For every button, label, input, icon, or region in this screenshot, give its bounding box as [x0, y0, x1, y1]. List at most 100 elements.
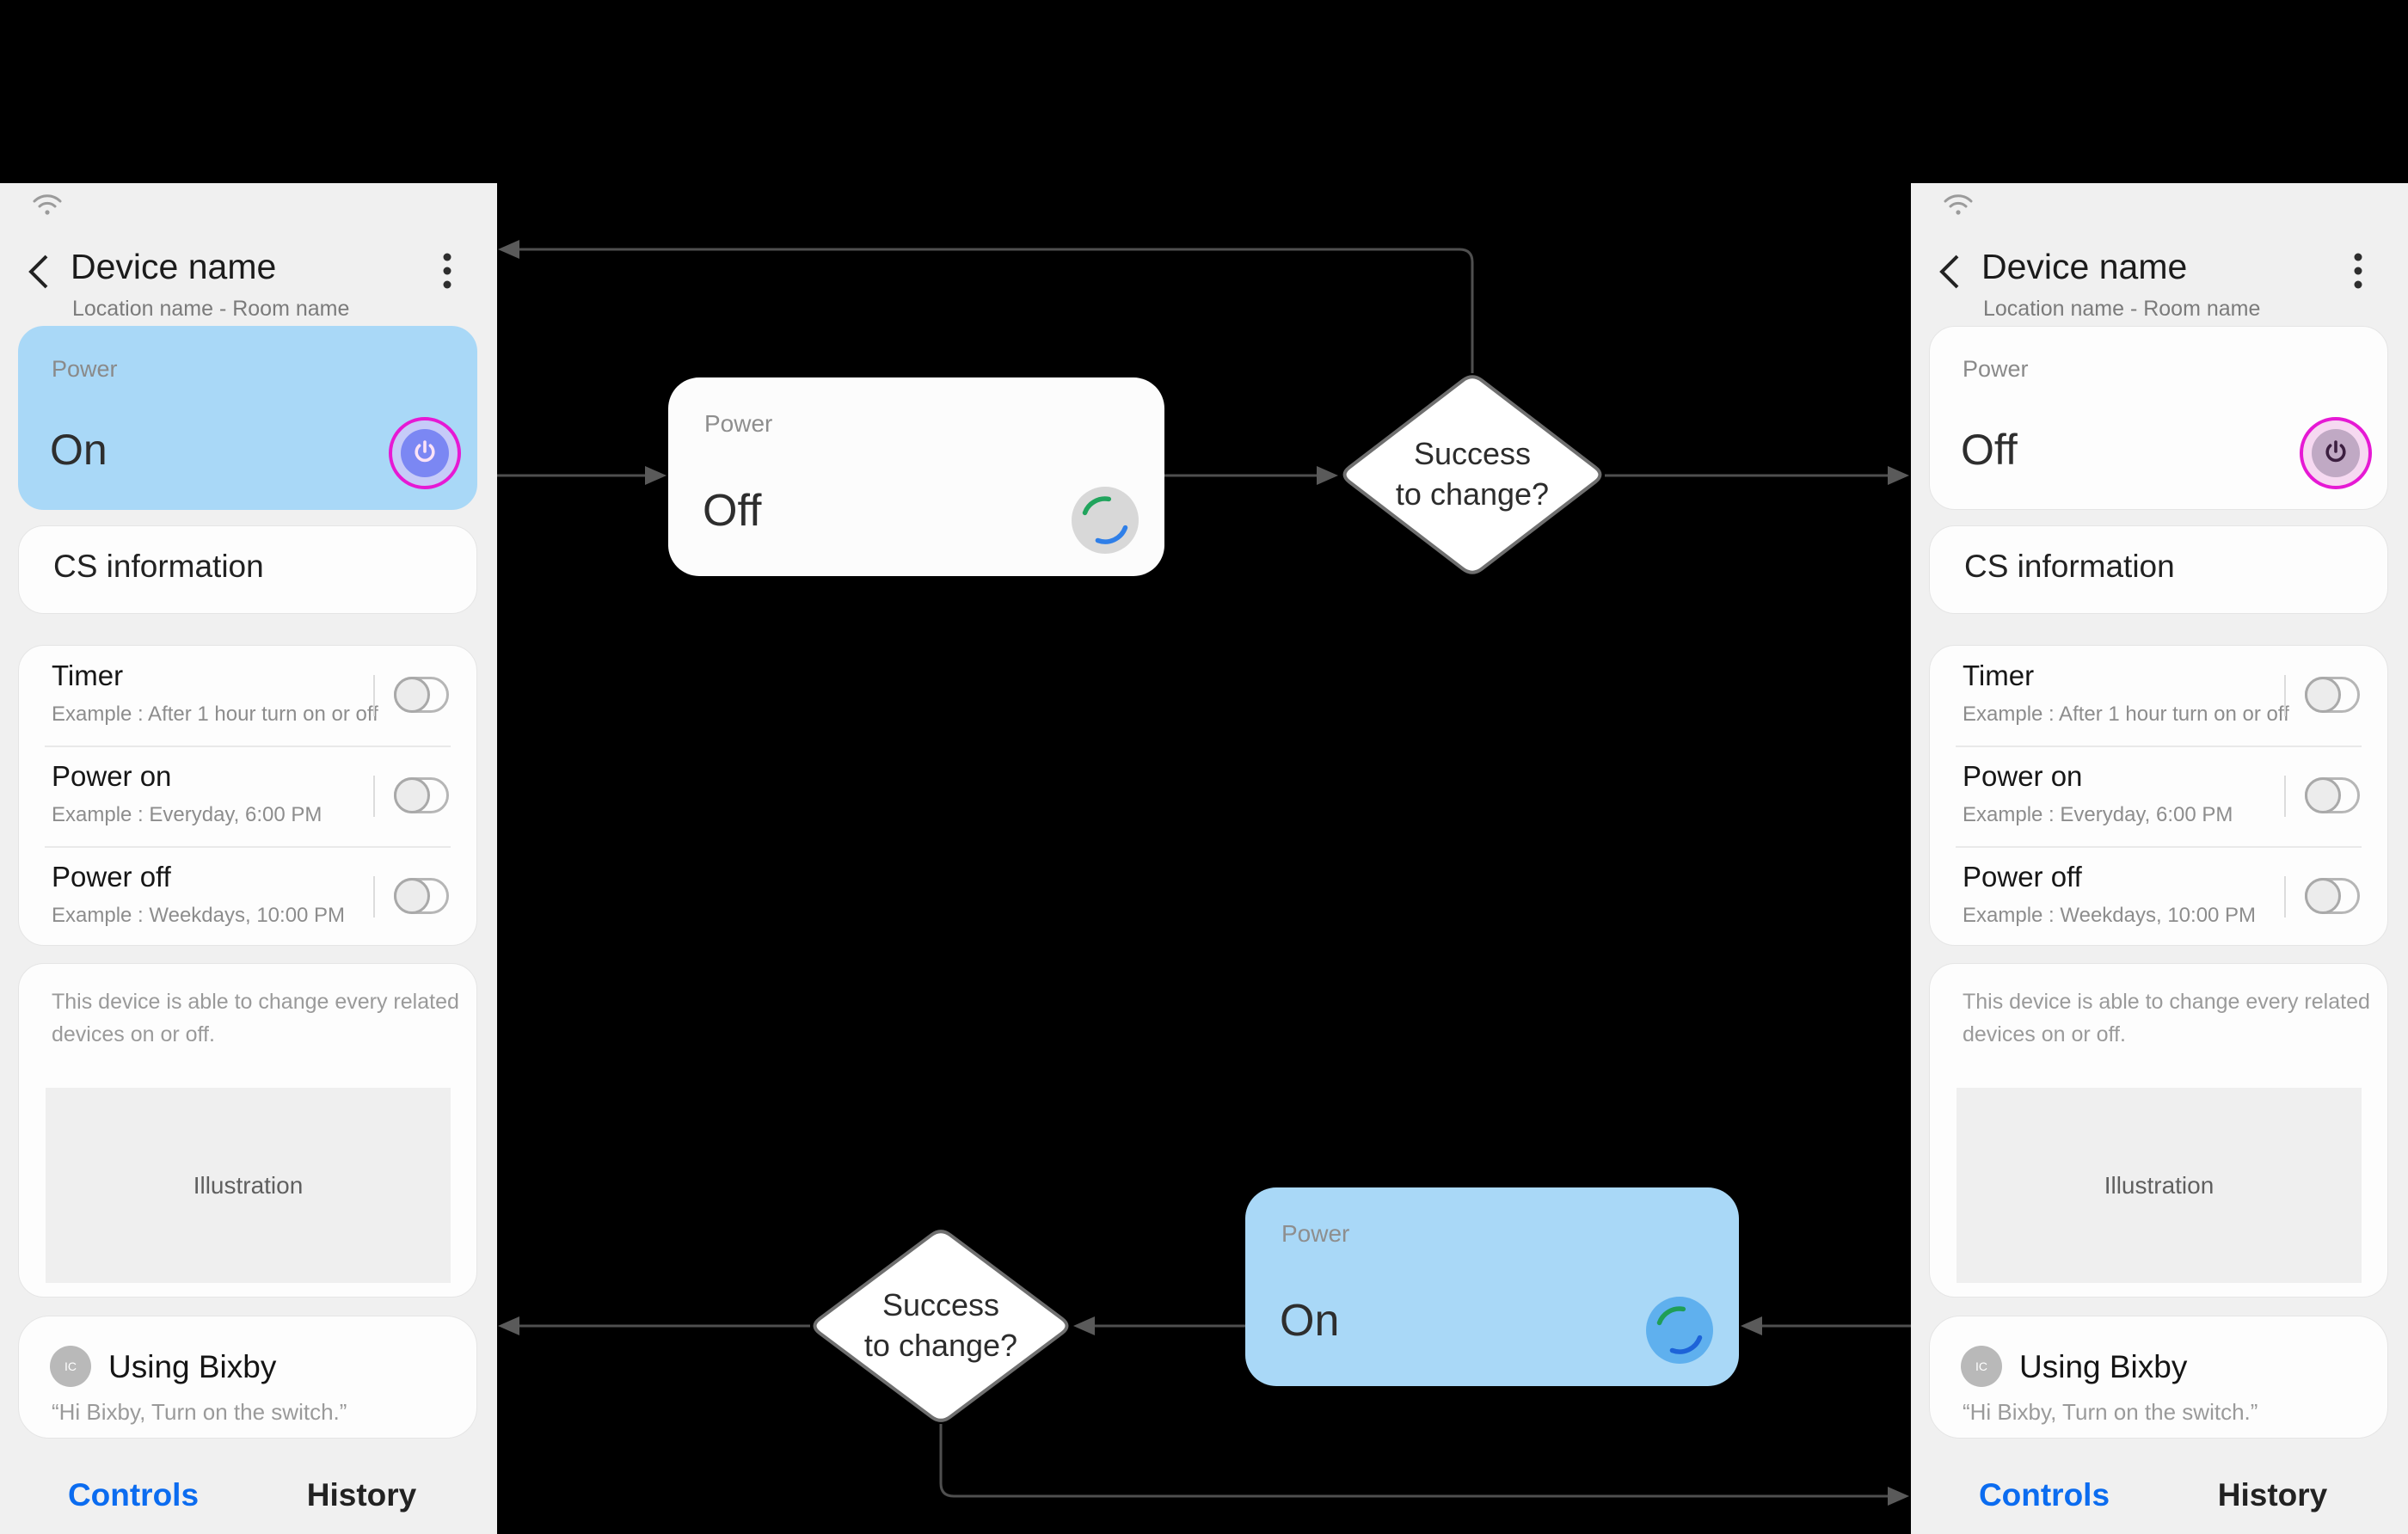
row-divider: [1956, 746, 2362, 747]
bixby-card: IC Using Bixby “Hi Bixby, Turn on the sw…: [1929, 1316, 2388, 1439]
row-divider: [45, 846, 451, 848]
toggle-knob: [394, 777, 430, 813]
setting-example: Example : Weekdays, 10:00 PM: [52, 904, 346, 927]
toggle-divider: [2284, 675, 2286, 716]
toggle-divider: [373, 876, 375, 917]
row-divider: [1956, 846, 2362, 848]
power-button[interactable]: [389, 417, 461, 489]
power-button[interactable]: [2300, 417, 2372, 489]
setting-title: Power off: [1963, 861, 2082, 893]
setting-title: Power on: [52, 760, 172, 792]
setting-example: Example : Everyday, 6:00 PM: [52, 803, 322, 826]
loading-spinner-icon: [1072, 487, 1139, 554]
toggle-knob: [394, 677, 430, 713]
power-on-toggle[interactable]: [394, 777, 449, 813]
tab-history[interactable]: History: [306, 1477, 417, 1513]
timer-toggle[interactable]: [2305, 677, 2360, 713]
phone-panel-left: Device name Location name - Room name Po…: [0, 183, 497, 1534]
power-state-value: Off: [1961, 426, 2018, 474]
power-off-toggle[interactable]: [2305, 878, 2360, 914]
power-on-toggle[interactable]: [2305, 777, 2360, 813]
toggle-divider: [373, 675, 375, 716]
toggle-knob: [2305, 677, 2341, 713]
page-title: Device name: [71, 247, 277, 286]
setting-row-power-off[interactable]: Power off Example : Weekdays, 10:00 PM: [19, 847, 476, 947]
illustration-label: Illustration: [2104, 1171, 2214, 1199]
power-state-value: On: [50, 426, 108, 474]
flow-card-value: Off: [703, 486, 762, 536]
loading-spinner-icon: [1646, 1297, 1713, 1364]
power-off-toggle[interactable]: [394, 878, 449, 914]
power-card-label: Power: [52, 356, 118, 382]
tab-history[interactable]: History: [2217, 1477, 2328, 1513]
toggle-knob: [2305, 777, 2341, 813]
bixby-avatar: IC: [1961, 1346, 2002, 1387]
setting-row-power-on[interactable]: Power on Example : Everyday, 6:00 PM: [19, 746, 476, 846]
setting-title: Power on: [1963, 760, 2083, 792]
power-card: Power On: [18, 326, 477, 510]
tab-controls[interactable]: Controls: [1978, 1477, 2110, 1513]
kebab-menu-icon[interactable]: [2353, 252, 2363, 290]
decision-diamond-top: [1342, 375, 1602, 574]
decision-diamond-bottom: [813, 1230, 1069, 1422]
power-card: Power Off: [1929, 326, 2388, 510]
power-icon: [2312, 429, 2360, 477]
toggle-divider: [2284, 776, 2286, 817]
setting-row-power-off[interactable]: Power off Example : Weekdays, 10:00 PM: [1930, 847, 2387, 947]
setting-title: Timer: [52, 660, 124, 691]
setting-example: Example : After 1 hour turn on or off: [1963, 703, 2289, 726]
illustration-placeholder: Illustration: [1956, 1088, 2362, 1283]
tab-controls[interactable]: Controls: [67, 1477, 200, 1513]
toggle-divider: [373, 776, 375, 817]
decision-label-bottom: Success to change?: [863, 1287, 1018, 1363]
wifi-icon: [1944, 194, 1973, 215]
wifi-icon: [33, 194, 62, 215]
power-card-label: Power: [1963, 356, 2029, 382]
feedback-line-top: [519, 248, 1474, 373]
setting-title: Timer: [1963, 660, 2035, 691]
toggle-divider: [2284, 876, 2286, 917]
illustration-placeholder: Illustration: [46, 1088, 451, 1283]
toggle-knob: [2305, 878, 2341, 914]
setting-title: Power off: [52, 861, 171, 893]
cs-information-label: CS information: [53, 549, 264, 584]
setting-example: Example : Everyday, 6:00 PM: [1963, 803, 2233, 826]
cs-information-label: CS information: [1964, 549, 2175, 584]
description-card: This device is able to change every rela…: [1929, 963, 2388, 1298]
settings-card: Timer Example : After 1 hour turn on or …: [18, 645, 477, 946]
flow-power-on-card: Power On: [1245, 1187, 1739, 1386]
back-button[interactable]: [26, 254, 52, 290]
setting-example: Example : After 1 hour turn on or off: [52, 703, 378, 726]
bixby-title: Using Bixby: [2019, 1349, 2188, 1384]
phone-panel-right: Device name Location name - Room name Po…: [1911, 183, 2408, 1534]
bixby-title: Using Bixby: [108, 1349, 277, 1384]
flow-card-value: On: [1280, 1296, 1340, 1346]
bixby-quote: “Hi Bixby, Turn on the switch.”: [1963, 1399, 2258, 1425]
page-subtitle: Location name - Room name: [1983, 297, 2261, 321]
settings-card: Timer Example : After 1 hour turn on or …: [1929, 645, 2388, 946]
timer-toggle[interactable]: [394, 677, 449, 713]
setting-row-power-on[interactable]: Power on Example : Everyday, 6:00 PM: [1930, 746, 2387, 846]
setting-row-timer[interactable]: Timer Example : After 1 hour turn on or …: [1930, 646, 2387, 746]
power-icon: [401, 429, 449, 477]
bixby-avatar: IC: [50, 1346, 91, 1387]
description-text: This device is able to change every rela…: [52, 990, 459, 1046]
feedback-line-bottom: [939, 1424, 1889, 1498]
cs-information-row[interactable]: CS information: [18, 525, 477, 614]
row-divider: [45, 746, 451, 747]
flow-card-label: Power: [704, 410, 773, 437]
back-button[interactable]: [1937, 254, 1963, 290]
illustration-label: Illustration: [193, 1171, 304, 1199]
bixby-quote: “Hi Bixby, Turn on the switch.”: [52, 1399, 347, 1425]
setting-row-timer[interactable]: Timer Example : After 1 hour turn on or …: [19, 646, 476, 746]
toggle-knob: [394, 878, 430, 914]
cs-information-row[interactable]: CS information: [1929, 525, 2388, 614]
setting-example: Example : Weekdays, 10:00 PM: [1963, 904, 2257, 927]
kebab-menu-icon[interactable]: [442, 252, 452, 290]
page-subtitle: Location name - Room name: [72, 297, 350, 321]
arrowheads: [498, 240, 1909, 1506]
description-text: This device is able to change every rela…: [1963, 990, 2370, 1046]
description-card: This device is able to change every rela…: [18, 963, 477, 1298]
